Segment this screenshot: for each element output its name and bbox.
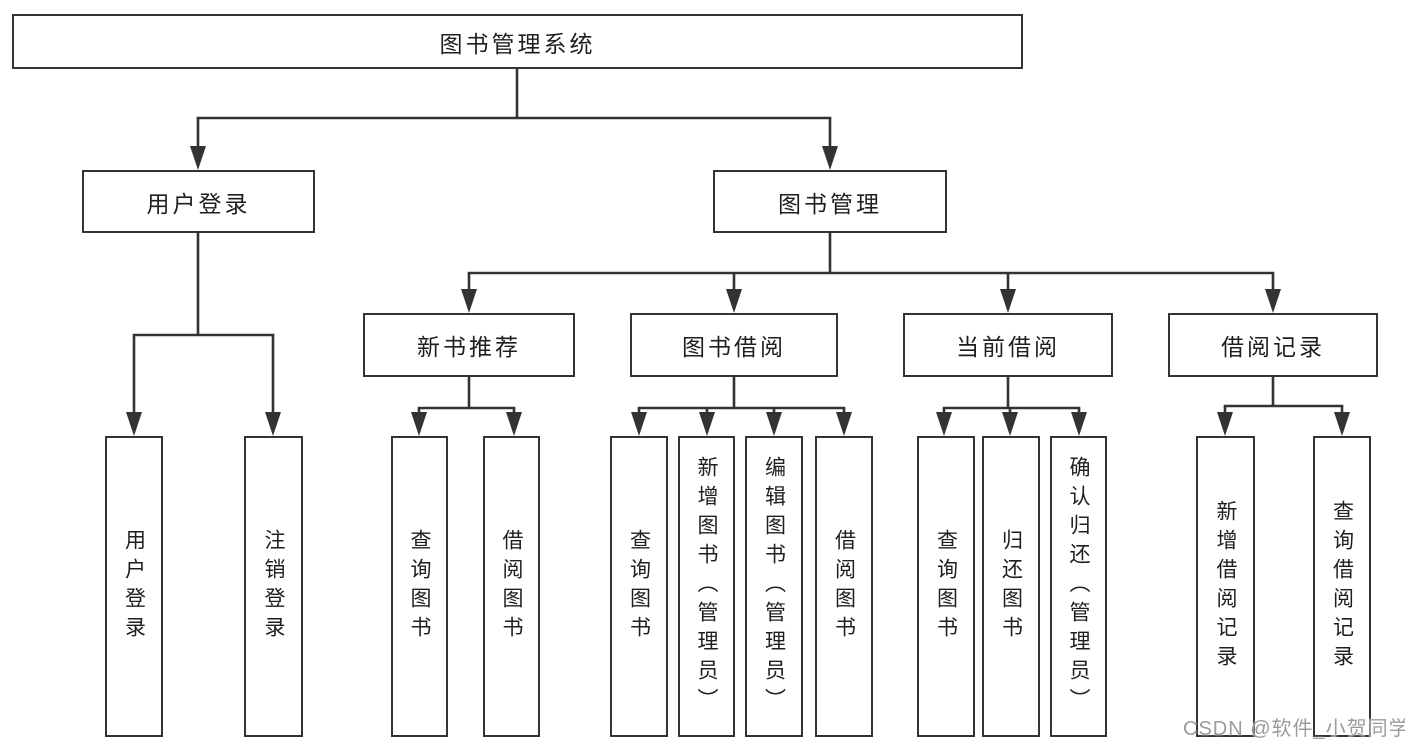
node-label-book-management: 图书管理 xyxy=(778,190,882,217)
node-root: 图书管理系统 xyxy=(12,14,1023,69)
node-label-bb-edit-book-admin: 编辑图书（管理员） xyxy=(762,456,786,717)
node-label-nb-borrow-book: 借阅图书 xyxy=(500,528,523,645)
node-label-cb-confirm-return-admin: 确认归还（管理员） xyxy=(1067,456,1090,717)
node-label-current-borrowing: 当前借阅 xyxy=(956,334,1060,360)
watermark: CSDN @软件_小贺同学 xyxy=(1183,718,1405,740)
node-label-nb-query-book: 查询图书 xyxy=(408,528,431,645)
node-bb-borrow-book: 借阅图书 xyxy=(815,436,873,737)
node-br-add-record: 新增借阅记录 xyxy=(1196,436,1255,737)
node-cb-return-book: 归还图书 xyxy=(982,436,1040,737)
node-label-cb-query-book: 查询图书 xyxy=(934,528,958,645)
node-label-book-borrowing: 图书借阅 xyxy=(682,334,786,360)
node-login: 用户登录 xyxy=(105,436,163,737)
node-label-user-login: 用户登录 xyxy=(146,190,251,217)
node-br-query-record: 查询借阅记录 xyxy=(1313,436,1371,737)
node-label-bb-borrow-book: 借阅图书 xyxy=(832,528,856,645)
node-label-root: 图书管理系统 xyxy=(439,30,596,57)
node-bb-query-book: 查询图书 xyxy=(610,436,668,737)
node-user-login: 用户登录 xyxy=(82,170,315,233)
node-label-new-book-recommend: 新书推荐 xyxy=(417,334,521,360)
node-bb-add-book-admin: 新增图书（管理员） xyxy=(678,436,735,737)
node-label-br-add-record: 新增借阅记录 xyxy=(1214,499,1237,674)
node-label-br-query-record: 查询借阅记录 xyxy=(1330,499,1354,674)
node-cb-query-book: 查询图书 xyxy=(917,436,975,737)
node-current-borrowing: 当前借阅 xyxy=(903,313,1113,377)
node-bb-edit-book-admin: 编辑图书（管理员） xyxy=(745,436,803,737)
node-nb-query-book: 查询图书 xyxy=(391,436,448,737)
node-logout: 注销登录 xyxy=(244,436,303,737)
node-label-borrowing-records: 借阅记录 xyxy=(1221,334,1325,360)
node-label-bb-add-book-admin: 新增图书（管理员） xyxy=(695,456,718,717)
node-nb-borrow-book: 借阅图书 xyxy=(483,436,540,737)
node-book-management: 图书管理 xyxy=(713,170,947,233)
node-cb-confirm-return-admin: 确认归还（管理员） xyxy=(1050,436,1107,737)
node-book-borrowing: 图书借阅 xyxy=(630,313,838,377)
node-label-cb-return-book: 归还图书 xyxy=(999,528,1023,645)
node-new-book-recommend: 新书推荐 xyxy=(363,313,575,377)
node-label-bb-query-book: 查询图书 xyxy=(627,528,651,645)
node-label-login: 用户登录 xyxy=(122,528,146,645)
node-label-logout: 注销登录 xyxy=(262,528,285,645)
node-borrowing-records: 借阅记录 xyxy=(1168,313,1378,377)
